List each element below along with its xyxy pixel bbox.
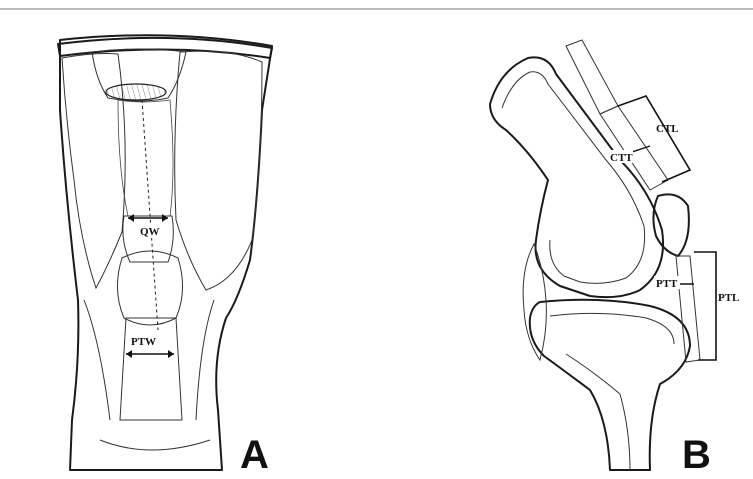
tibia [530,300,690,470]
tibia-cortex [550,313,674,470]
lower-leg-contour [84,300,214,450]
ctl-label: CTL [656,123,679,135]
quadriceps-tendon-strands [566,40,618,114]
vastus-medialis [175,51,262,290]
quadriceps-tendon [123,216,173,262]
qw-arrow-left [128,214,134,222]
ptt-label: PTT [656,278,678,290]
patellar-tendon-lateral [676,256,700,362]
quadriceps-central [118,100,173,216]
patellar-tendon [120,318,182,420]
rectus-cross-section [106,84,166,100]
panel-b: CTL CTT PTL PTT B [490,40,739,477]
ptw-arrow-right [168,350,174,358]
qw-arrow-right [162,214,168,222]
qw-label: QW [140,226,160,238]
panel-b-letter: B [682,433,711,477]
panel-a: QW PTW A [58,35,272,477]
ptl-bracket [694,252,716,360]
ctt-label: CTT [610,152,633,164]
ptl-label: PTL [718,292,739,304]
patellar-axis-line [142,100,158,330]
ptw-label: PTW [131,336,156,348]
ptw-arrow-left [126,350,132,358]
patella-lateral [653,194,688,256]
femur [490,57,663,297]
panel-a-letter: A [240,433,269,477]
